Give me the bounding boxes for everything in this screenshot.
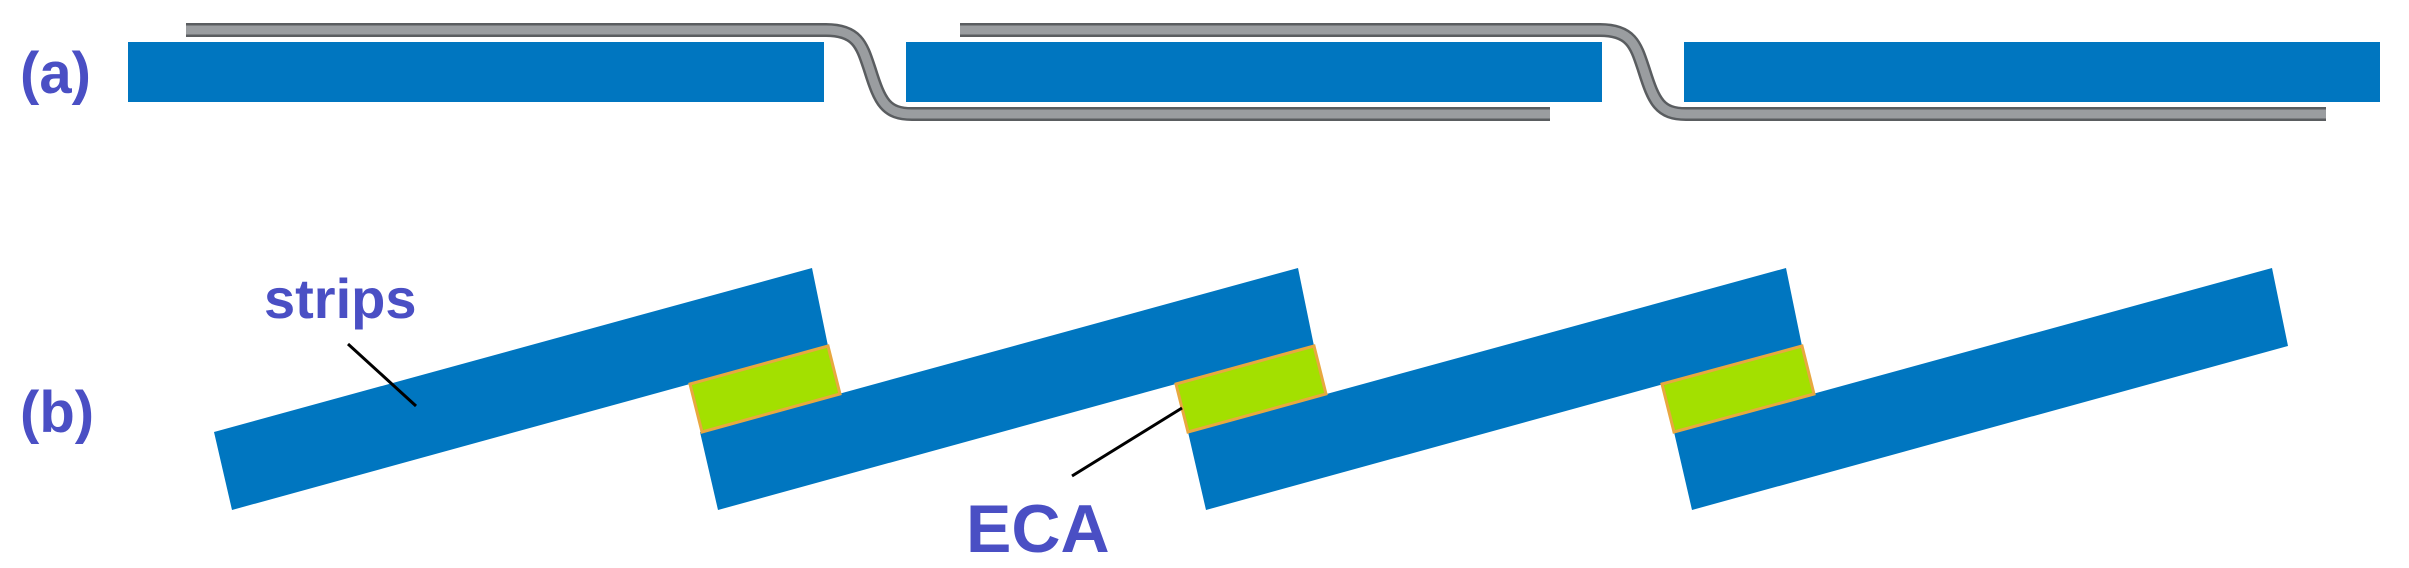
strip-a-1 xyxy=(128,42,824,102)
eca-label: ECA xyxy=(966,491,1110,567)
ribbon-connector-1-fill xyxy=(186,25,1550,119)
eca-bond-3 xyxy=(1660,344,1816,434)
panel-b-group: (b) strips ECA xyxy=(20,267,2288,567)
strip-b-2 xyxy=(700,268,1314,510)
strips-leader-line xyxy=(346,342,418,408)
strip-a-2 xyxy=(906,42,1602,102)
eca-leader-line xyxy=(1071,406,1183,478)
strips-label: strips xyxy=(264,267,417,330)
panel-b-label: (b) xyxy=(20,380,94,445)
strip-b-3 xyxy=(1188,268,1802,510)
eca-bond-2 xyxy=(1174,344,1328,434)
strip-b-4 xyxy=(1674,268,2288,510)
strip-b-1 xyxy=(214,268,828,510)
eca-bond-1 xyxy=(688,344,842,434)
panel-a-group: (a) xyxy=(20,23,2380,121)
panel-a-label: (a) xyxy=(20,41,91,106)
strip-a-3 xyxy=(1684,42,2380,102)
ribbon-connector-2-fill xyxy=(960,25,2326,119)
